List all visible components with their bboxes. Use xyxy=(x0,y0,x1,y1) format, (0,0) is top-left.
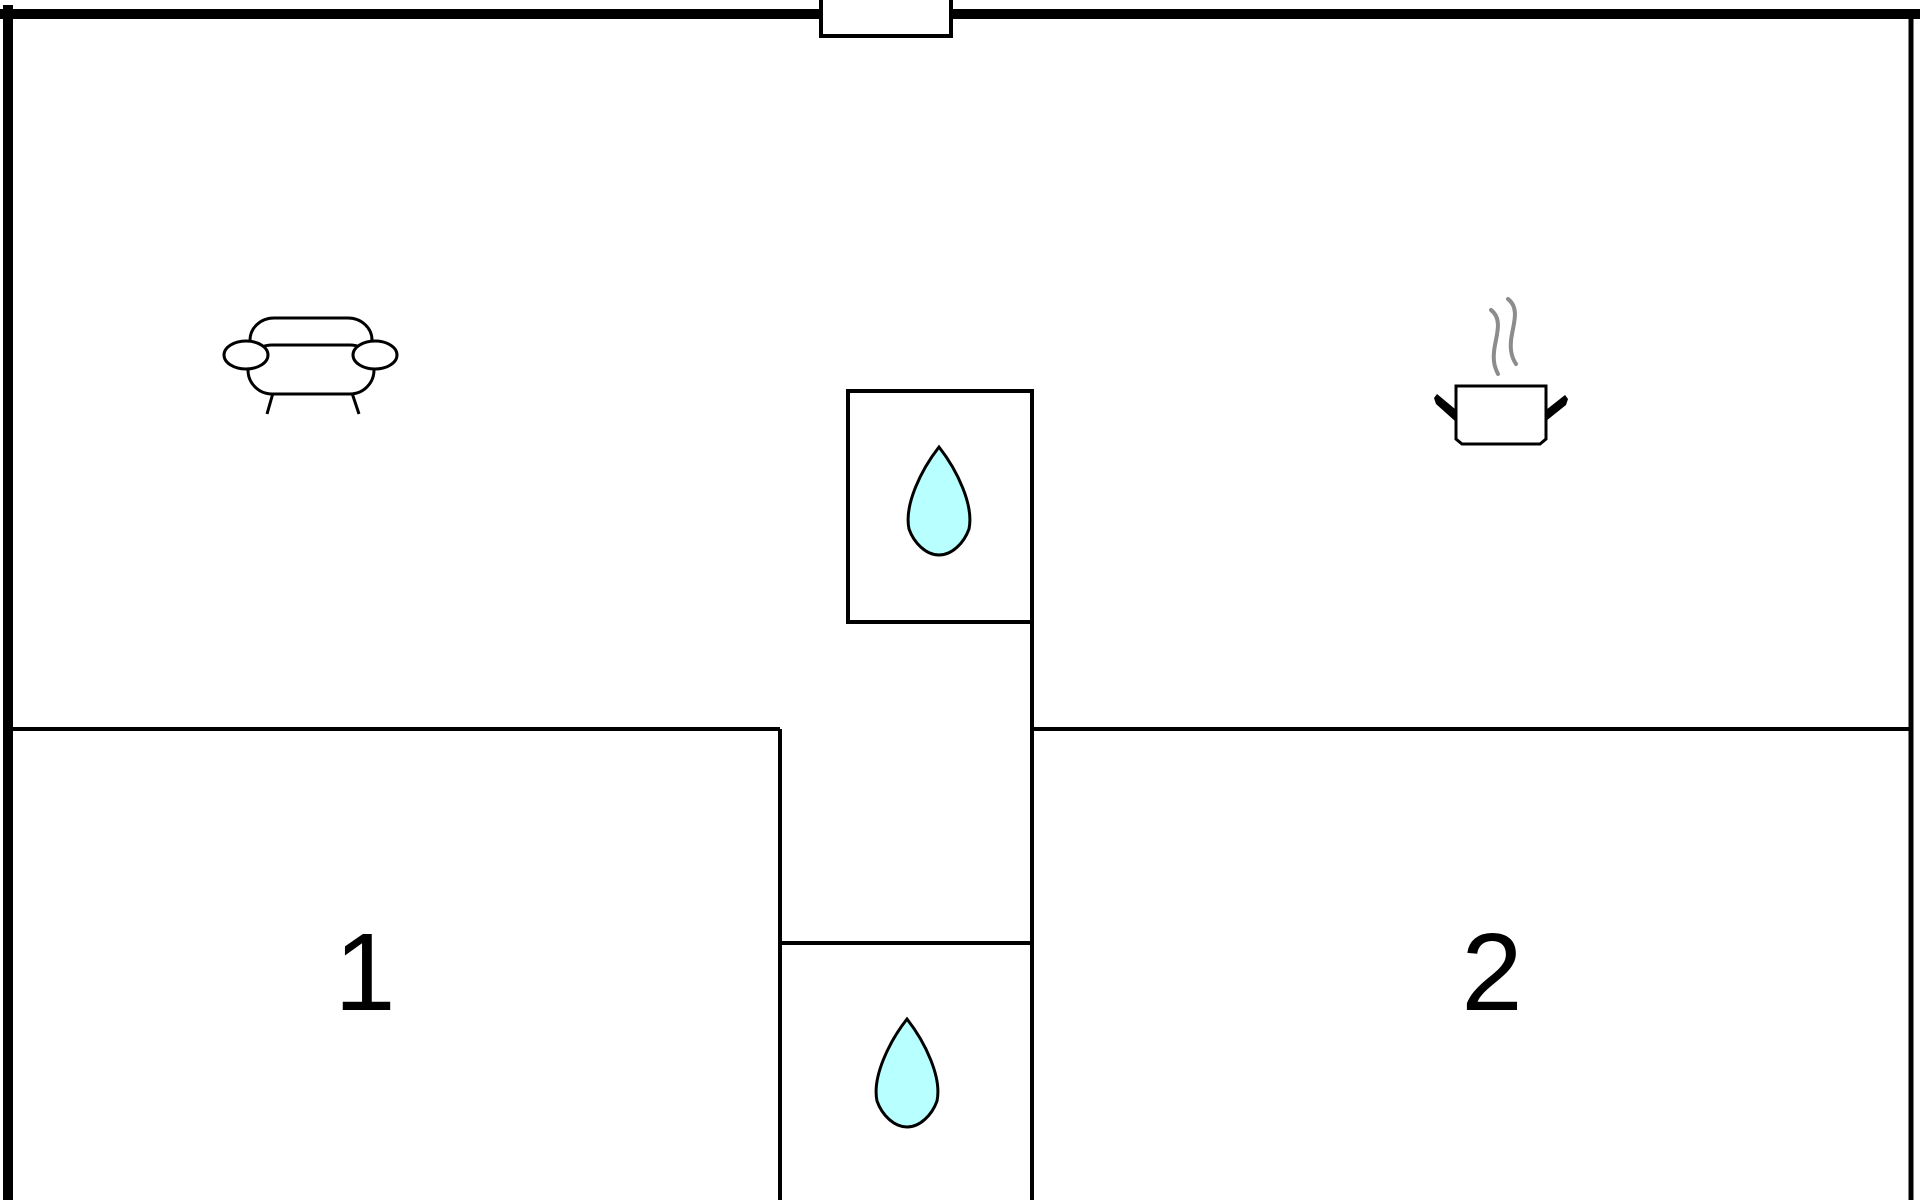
steam-line-2 xyxy=(1506,297,1518,366)
pot-handle-right xyxy=(1546,395,1568,421)
steam-line-1 xyxy=(1489,308,1500,376)
pot-body xyxy=(1454,384,1548,446)
pot-handle-left xyxy=(1434,394,1455,421)
interior-walls xyxy=(8,389,1911,1200)
water-drop-icon xyxy=(874,1016,940,1129)
sofa-icon xyxy=(222,316,399,415)
water-drop-icon xyxy=(906,444,972,557)
upper-bathroom-walls xyxy=(846,389,1034,624)
room-label-2: 2 xyxy=(1461,911,1522,1034)
cooking-pot-icon xyxy=(1434,297,1568,446)
room-label-1: 1 xyxy=(334,911,395,1034)
outer-walls xyxy=(0,5,1920,1200)
entrance-door xyxy=(819,0,953,38)
